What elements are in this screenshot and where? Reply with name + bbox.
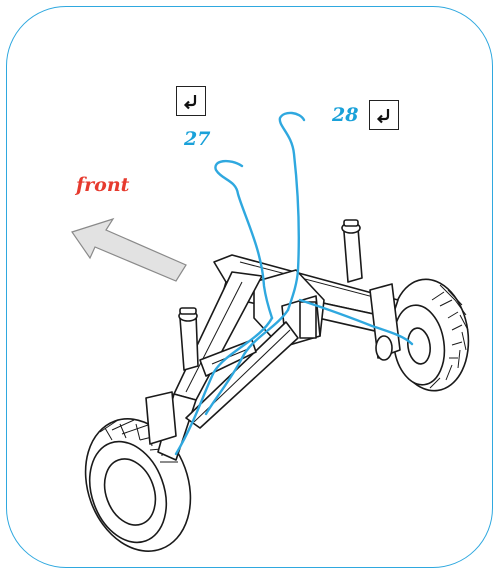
front-label: front: [76, 174, 130, 196]
step-28-number: 28: [332, 104, 359, 126]
diagram-frame: [6, 6, 493, 568]
step-27-number: 27: [184, 128, 211, 150]
cables: [174, 111, 414, 456]
step-28-box: [369, 100, 399, 130]
right-wheel: [390, 278, 470, 392]
return-arrow-icon: [183, 95, 197, 110]
front-direction-arrow: [71, 217, 187, 282]
step-27-box: [176, 86, 206, 116]
gear-frame: [145, 219, 401, 461]
return-arrow-icon: [376, 109, 390, 124]
